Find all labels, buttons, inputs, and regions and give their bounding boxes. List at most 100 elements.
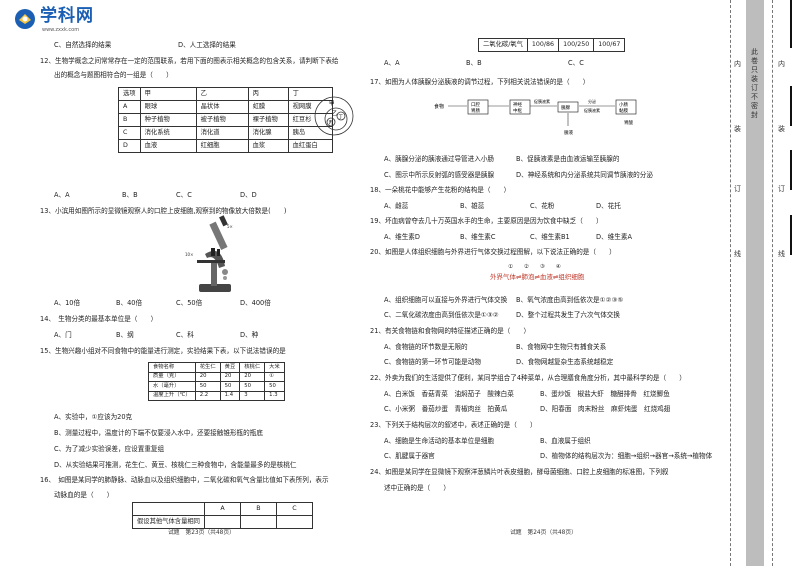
q15-option-a: A、实验中，①应该为20克 [54,413,133,421]
table-cell: 虹膜 [247,100,289,114]
table-cell: 乙 [195,87,249,101]
q12-option-d: D、D [240,191,257,199]
q17-option-c: C、图示中所示反射弧的感受器是胰腺 [384,171,495,179]
diagram-label-food: 食物 [434,103,444,110]
diagram-label-secrete: 分泌 [588,98,596,104]
q19-option-c: C、维生素B1 [530,233,570,241]
table-cell: 红细胞 [195,139,249,153]
diagram-label-acid: 胃酸 [624,119,633,126]
diagram-label-secretin: 促胰液素 [534,98,550,104]
table-cell: 3 [239,390,266,401]
q20-option-b: B、氧气浓度由高到低依次是①②③⑤ [516,296,624,304]
margin-label-nei-outer: 内 [778,60,785,68]
margin-label-ding-outer: 订 [778,185,785,193]
table-cell: 甲 [139,87,197,101]
page-footer-right: 试题 第24页（共48页） [510,530,577,536]
table-cell [239,515,277,529]
q18-option-d: D、花托 [596,202,621,210]
diagram-label-juice: 胰液 [564,129,573,136]
diagram-box-intestine-2: 黏膜 [619,107,628,114]
q12-stem-line1: 12、生物学概念之间常常存在一定的范围联系，若用下面的图表示相关概念的包含关系，… [40,57,339,65]
table-cell: 黄豆 [219,362,241,373]
q18-option-c: C、花粉 [530,202,555,210]
table-cell: 2.2 [194,390,221,401]
q20-stem: 20、如图是人体组织细胞与外界进行气体交换过程图解，以下说法正确的是（ ） [370,248,616,256]
table-cell: 眼球 [139,100,197,114]
q12-option-b: B、B [122,191,138,199]
q18-option-a: A、雌蕊 [384,202,409,210]
q19-option-a: A、维生素D [384,233,420,241]
cut-line-inner [730,0,731,566]
q19-option-b: B、维生素C [460,233,496,241]
table-cell: 花生仁 [194,362,221,373]
table-cell [132,502,205,516]
binding-strip [746,0,764,566]
svg-text:5×: 5× [227,224,233,229]
margin-label-ding: 订 [734,185,741,193]
margin-label-xian: 线 [734,250,741,258]
table-cell: 假设其他气体含量相同 [132,515,205,529]
q21-option-c: C、食物链的第一环节可能是动物 [384,358,481,366]
q21-option-a: A、食物链的环节数是无限的 [384,343,468,351]
table-cell [203,515,241,529]
q16-option-c: C、C [568,59,584,67]
table-cell: 消化道 [195,126,249,140]
table-cell: 种子植物 [139,113,197,127]
table-cell: 被子植物 [195,113,249,127]
q21-option-b: B、食物网中生物只有捕食关系 [516,343,607,351]
pancreas-regulation-diagram: 食物 口腔 胃肠 神经 中枢 胰腺 小肠 黏膜 促胰液素 分泌 促胰液素 胰液 … [434,98,637,136]
table-cell: B [118,113,141,127]
q23-option-b: B、血液属于组织 [540,437,591,445]
table-cell: 血红蛋白 [287,139,333,153]
q11-option-d: D、人工选择的结果 [178,41,236,49]
q16-option-a: A、A [384,59,400,67]
table-cell: 50 [219,381,241,392]
venn-label-jia: 甲 [329,100,335,107]
gas-exchange-diagram: ① ② ③ ④ 外界气体⇌肺泡⇌血液⇌组织细胞 [490,264,605,290]
table-cell: C [118,126,141,140]
diagram-step-numbers: ① ② ③ ④ [508,264,561,270]
table-cell: C [275,502,313,516]
margin-label-xian-outer: 线 [778,250,785,258]
q19-stem: 19、坏血病曾夺去几十万英国水手的生命，主要原因是因为饮食中缺乏（ ） [370,217,603,225]
table-cell: 50 [194,381,221,392]
q14-stem: 14、 生物分类的最基本单位是（ ） [40,315,158,323]
margin-label-nei: 内 [734,60,741,68]
table-cell: 水（毫升） [148,381,196,392]
q20-option-d: D、整个过程共发生了六次气体交换 [516,311,620,319]
table-cell: ① [264,371,285,382]
table-cell: 选项 [118,87,141,101]
venn-label-ding: 丁 [339,114,344,120]
q17-option-a: A、胰腺分泌的胰液通过导管进入小肠 [384,155,495,163]
table-cell: 50 [264,381,285,392]
fill-line [790,86,792,126]
table-cell: 裸子植物 [247,113,289,127]
q18-stem: 18、一朵桃花中能够产生花粉的结构是（ ） [370,186,511,194]
table-cell: 消化腺 [247,126,289,140]
table-cell: 1.4 [219,390,241,401]
table-cell: 100/86 [526,38,560,52]
logo-name: 学科网 [40,6,94,26]
table-cell: 50 [239,381,266,392]
q17-option-b: B、促胰液素是由血液运输至胰腺的 [516,155,620,163]
q22-stem: 22、外卖为我们的生活提供了便利，某同学组合了4种菜单，从合理膳食角度分析，其中… [370,374,686,382]
table-cell: 血浆 [247,139,289,153]
q15-option-c: C、为了减少实验误差，应设置重复组 [54,445,165,453]
venn-label-bing: 丙 [329,120,334,126]
q16-option-b: B、B [466,59,482,67]
q12-option-a: A、A [54,191,70,199]
table-cell: 晶状体 [195,100,249,114]
table-cell: 1.3 [264,390,285,401]
q16-stem-line1: 16、 如图是某同学的肺静脉、动脉血以及组织细胞中，二氧化碳和氧气含量比值如下表… [40,476,329,484]
table-cell: 大米 [264,362,285,373]
table-cell: 100/67 [593,38,626,52]
